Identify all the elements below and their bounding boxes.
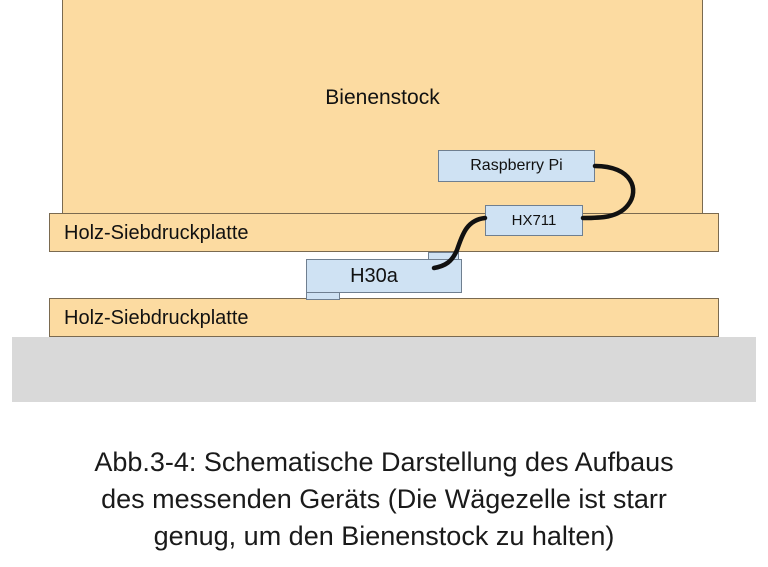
load-cell-box: H30a	[306, 259, 462, 293]
hx711-label: HX711	[511, 212, 557, 229]
figure-caption: Abb.3-4: Schematische Darstellung des Au…	[0, 444, 768, 555]
ground	[12, 337, 756, 402]
caption-line-1: Abb.3-4: Schematische Darstellung des Au…	[94, 447, 674, 477]
upper-wood-plate: Holz-Siebdruckplatte	[49, 213, 719, 252]
caption-line-2: des messenden Geräts (Die Wägezelle ist …	[101, 484, 667, 514]
lower-plate-label: Holz-Siebdruckplatte	[64, 307, 249, 329]
load-cell-bottom-mount	[306, 292, 340, 300]
lower-wood-plate: Holz-Siebdruckplatte	[49, 298, 719, 337]
caption-line-3: genug, um den Bienenstock zu halten)	[153, 521, 615, 551]
beehive-box: Bienenstock	[62, 0, 703, 214]
upper-plate-label: Holz-Siebdruckplatte	[64, 222, 249, 244]
hx711-box: HX711	[485, 205, 583, 236]
beehive-label: Bienenstock	[325, 86, 440, 109]
raspberry-pi-box: Raspberry Pi	[438, 150, 595, 182]
raspberry-pi-label: Raspberry Pi	[470, 157, 563, 174]
load-cell-label: H30a	[350, 265, 398, 287]
